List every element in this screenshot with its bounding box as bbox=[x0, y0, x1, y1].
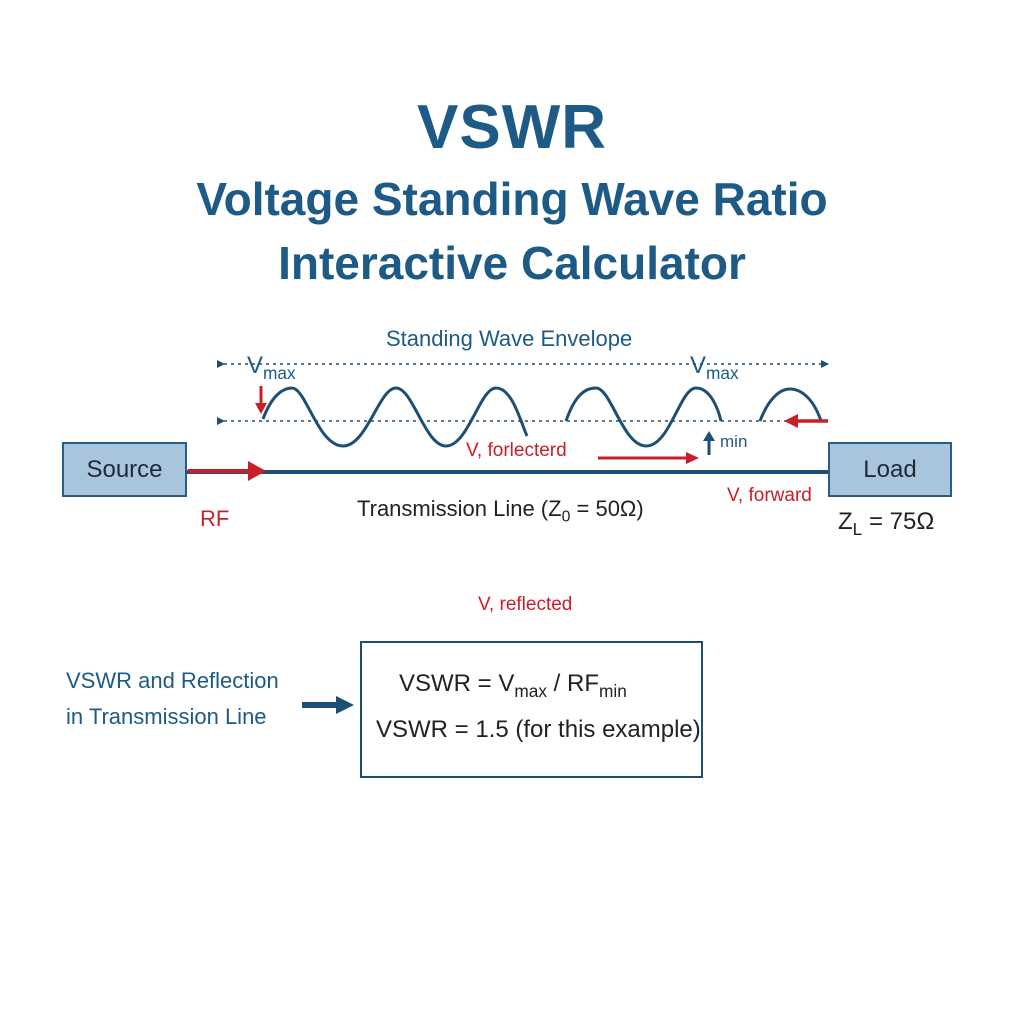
side-caption-line1: VSWR and Reflection bbox=[66, 668, 279, 693]
rf-label: RF bbox=[200, 506, 230, 531]
title-vswr: VSWR bbox=[417, 93, 607, 162]
min-label: min bbox=[720, 432, 748, 451]
formula-line2: VSWR = 1.5 (for this example) bbox=[376, 716, 701, 743]
source-label: Source bbox=[86, 455, 163, 483]
vmax-left-sub: max bbox=[263, 363, 296, 384]
title-full-name: Voltage Standing Wave Ratio bbox=[196, 173, 828, 225]
standing-wave-curve-3 bbox=[758, 387, 823, 422]
zl-post: = 75Ω bbox=[862, 508, 935, 535]
vmax-left-label: Vmax bbox=[247, 352, 296, 384]
formula-line1-pre: VSWR = V bbox=[399, 670, 515, 697]
tl-text-pre: Transmission Line (Z bbox=[357, 496, 562, 521]
forward-arrow-head bbox=[686, 452, 699, 464]
load-label: Load bbox=[863, 455, 917, 483]
reflected-mid-label: V, forlecterd bbox=[466, 440, 567, 461]
tl-sub: 0 bbox=[561, 508, 571, 526]
envelope-label: Standing Wave Envelope bbox=[386, 326, 633, 351]
formula-line1-mid: / RF bbox=[546, 670, 599, 697]
load-impedance-label: ZL = 75Ω bbox=[838, 508, 934, 540]
reflected-below-label: V, reflected bbox=[478, 594, 573, 615]
standing-wave-curve-2 bbox=[564, 386, 723, 448]
rf-arrow-head bbox=[248, 461, 266, 481]
vmax-left-main: V bbox=[247, 352, 264, 379]
reflected-arrow-head bbox=[784, 414, 798, 428]
transmission-line-label: Transmission Line (Z0 = 50Ω) bbox=[357, 496, 644, 527]
formula-line1-sub2: min bbox=[598, 681, 627, 702]
min-up-arrow-head bbox=[703, 431, 715, 441]
formula-line1: VSWR = Vmax / RFmin bbox=[399, 670, 627, 702]
vmax-right-main: V bbox=[690, 352, 707, 379]
load-box: Load bbox=[828, 442, 952, 497]
side-caption-line2: in Transmission Line bbox=[66, 704, 267, 729]
tl-text-post: = 50Ω) bbox=[570, 496, 644, 521]
vmax-down-arrow-head bbox=[255, 403, 267, 414]
vmax-right-label: Vmax bbox=[690, 352, 739, 384]
caption-pointer-arrow-head bbox=[336, 696, 354, 714]
formula-line1-sub1: max bbox=[514, 681, 547, 702]
source-box: Source bbox=[62, 442, 187, 497]
forward-label: V, forward bbox=[727, 485, 812, 506]
title-calculator: Interactive Calculator bbox=[278, 237, 746, 289]
zl-sub: L bbox=[852, 519, 863, 540]
vmax-right-sub: max bbox=[706, 363, 739, 384]
formula-box bbox=[360, 641, 703, 778]
standing-wave-curve bbox=[261, 386, 529, 448]
zl-main: Z bbox=[838, 508, 853, 535]
